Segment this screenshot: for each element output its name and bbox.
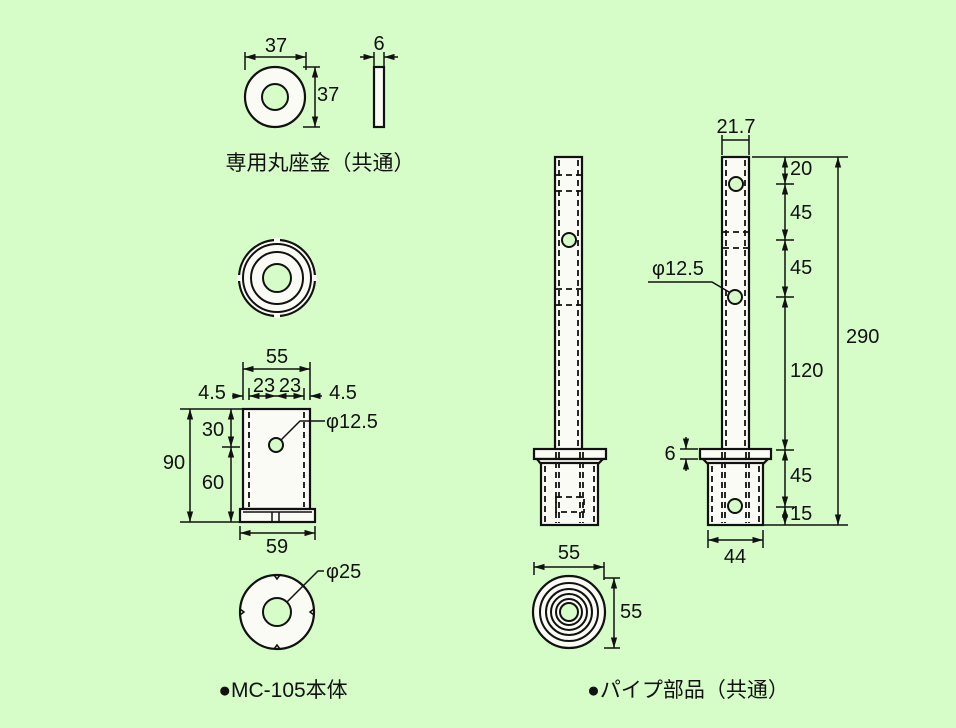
pipe-seg-label: 45 xyxy=(790,465,812,487)
pipe-base-width-label: 55 xyxy=(558,542,580,564)
pipe-width-label: 21.7 xyxy=(717,116,756,138)
pipe-seg-label: 15 xyxy=(790,503,812,525)
washer-top-view xyxy=(243,65,307,129)
pipe-front-view xyxy=(648,155,773,527)
pipe-base-top-view: 55 55 xyxy=(531,542,642,650)
body-inner-right-label: 23 xyxy=(279,375,301,397)
washer-thickness-label: 6 xyxy=(373,33,384,55)
body-inner-left-label: 23 xyxy=(253,375,275,397)
body-upper-label: 30 xyxy=(202,419,224,441)
pipe-seg-label: 120 xyxy=(790,360,823,382)
pipe-dimensions: 21.7 20 45 45 120 45 15 290 6 44 xyxy=(664,116,879,568)
body-dimensions: 55 23 23 4.5 4.5 90 30 60 59 xyxy=(163,346,357,558)
body-bottom-hole-label: φ25 xyxy=(326,561,361,583)
washer-height-dimension: 37 xyxy=(303,66,339,128)
body-left-wall-label: 4.5 xyxy=(198,382,226,404)
pipe-flange-label: 6 xyxy=(664,443,675,465)
pipe-seg-label: 45 xyxy=(790,257,812,279)
body-base-width-label: 59 xyxy=(266,536,288,558)
body-hole-label: φ12.5 xyxy=(326,411,378,433)
pipe-seg-label: 45 xyxy=(790,202,812,224)
body-right-wall-label: 4.5 xyxy=(329,382,357,404)
pipe-hole-label: φ12.5 xyxy=(652,258,704,280)
body-bottom-view xyxy=(238,570,324,651)
pipe-total-label: 290 xyxy=(846,326,879,348)
body-front-view xyxy=(238,407,325,524)
pipe-side-view xyxy=(532,155,608,527)
pipe-caption: ●パイプ部品（共通） xyxy=(587,679,789,702)
pipe-seg-label: 20 xyxy=(790,158,812,180)
washer-width-label: 37 xyxy=(265,35,287,57)
body-lower-label: 60 xyxy=(202,472,224,494)
body-width-label: 55 xyxy=(266,346,288,368)
body-caption: ●MC-105本体 xyxy=(218,679,347,702)
body-height-label: 90 xyxy=(163,452,185,474)
body-top-view xyxy=(237,238,317,318)
washer-width-dimension: 37 xyxy=(244,35,307,70)
washer-height-label: 37 xyxy=(317,84,339,106)
washer-caption: 専用丸座金（共通） xyxy=(226,152,415,175)
washer-side-view: 6 xyxy=(360,33,398,129)
pipe-base-height-label: 55 xyxy=(620,601,642,623)
pipe-socket-width-label: 44 xyxy=(724,546,746,568)
